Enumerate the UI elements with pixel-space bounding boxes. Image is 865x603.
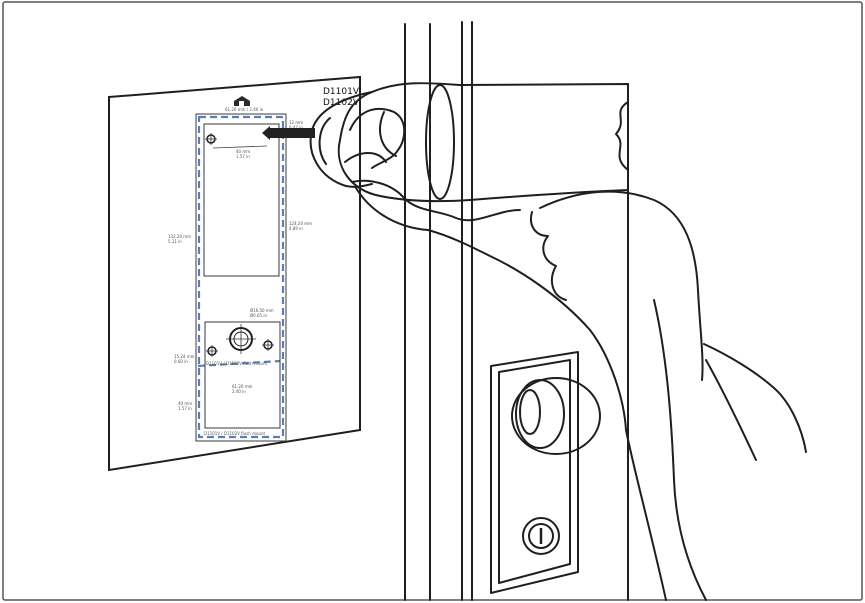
bottom-label: D1101V / D1102V flush mount [204,431,266,436]
dimension-line [212,145,268,149]
door-frame [404,21,629,601]
dashed-separator [197,359,281,368]
center-hole [226,324,256,354]
keyhole-icon [522,517,560,555]
drill-bit-icon [262,126,315,140]
top-width-label: 61.20 mm / 2.40 in [225,107,264,112]
model-label-1: D1101V [323,87,360,97]
screen-window [203,123,280,277]
template-outline [195,113,287,442]
hand [344,107,521,222]
model-label-2: D1102V [323,98,360,108]
door-handle [490,351,601,594]
door-logo-icon [234,96,250,106]
drill [262,82,629,203]
lower-panel [204,321,281,429]
sleeve [355,187,807,601]
screw-hole-icon [205,133,274,357]
flush-mount-label: D1101V / D1102V flush mount [206,361,268,366]
dashed-outline [197,115,285,439]
